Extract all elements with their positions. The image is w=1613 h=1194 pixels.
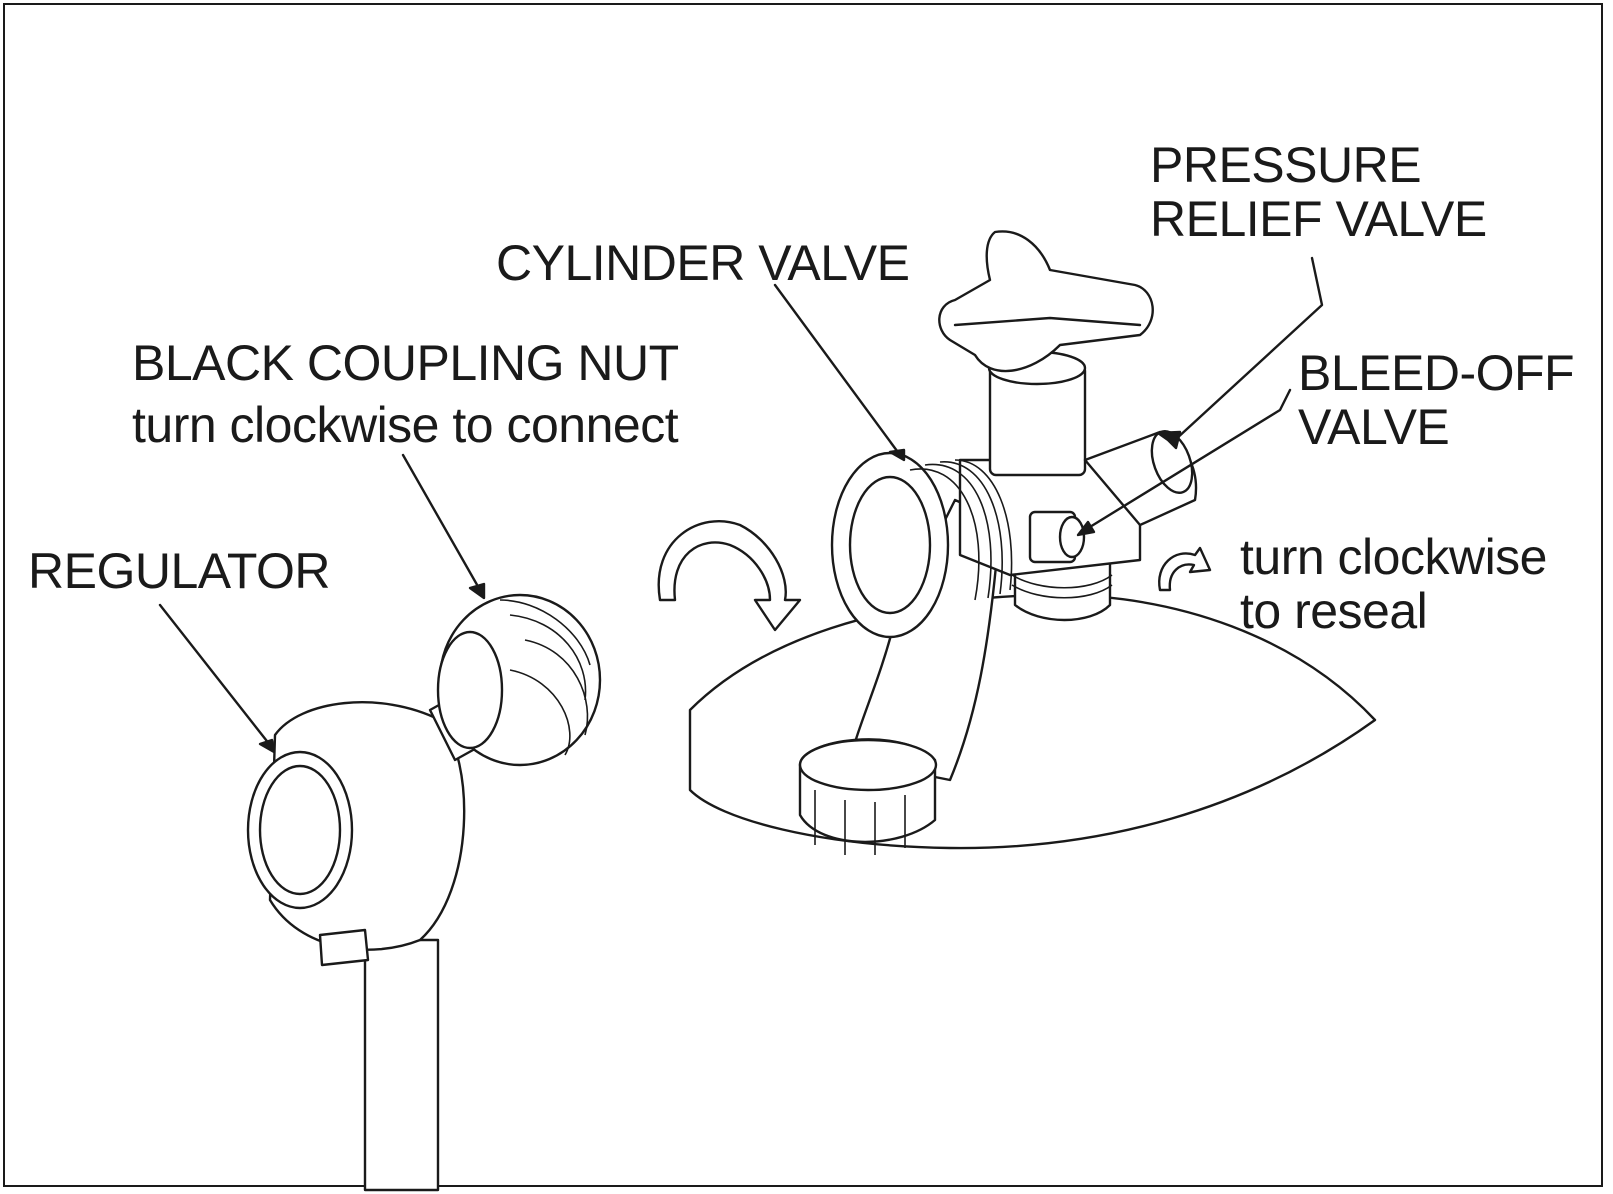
reseal-instruction-label: turn clockwise to reseal xyxy=(1240,529,1548,639)
coupling-nut xyxy=(436,593,602,767)
pressure-relief-valve-line-2: RELIEF VALVE xyxy=(1150,191,1487,247)
bleed-off-valve-line-1: BLEED-OFF xyxy=(1298,345,1575,401)
bleed-off-valve-line-2: VALVE xyxy=(1298,399,1450,455)
bleed-off-valve-label: BLEED-OFF VALVE xyxy=(1298,345,1575,455)
cylinder-valve-label: CYLINDER VALVE xyxy=(496,235,910,291)
diagram-frame xyxy=(3,3,1603,1187)
coupling-instruction-label: turn clockwise to connect xyxy=(132,397,679,453)
protective-cap xyxy=(798,738,938,855)
regulator xyxy=(246,680,505,1192)
reseal-instruction-line-2: to reseal xyxy=(1240,583,1428,639)
pressure-relief-valve-label: PRESSURE RELIEF VALVE xyxy=(1150,138,1487,246)
cap-strap xyxy=(848,498,1002,782)
clockwise-arrow-small xyxy=(1158,546,1212,592)
clockwise-arrow-large xyxy=(657,520,802,632)
reseal-instruction-line-1: turn clockwise xyxy=(1240,529,1548,585)
leader-lines xyxy=(158,256,1324,754)
regulator-label: REGULATOR xyxy=(28,543,331,599)
black-coupling-nut-label: BLACK COUPLING NUT xyxy=(132,335,679,391)
pressure-relief-valve-line-1: PRESSURE xyxy=(1150,137,1422,193)
cylinder-valve xyxy=(830,230,1198,639)
